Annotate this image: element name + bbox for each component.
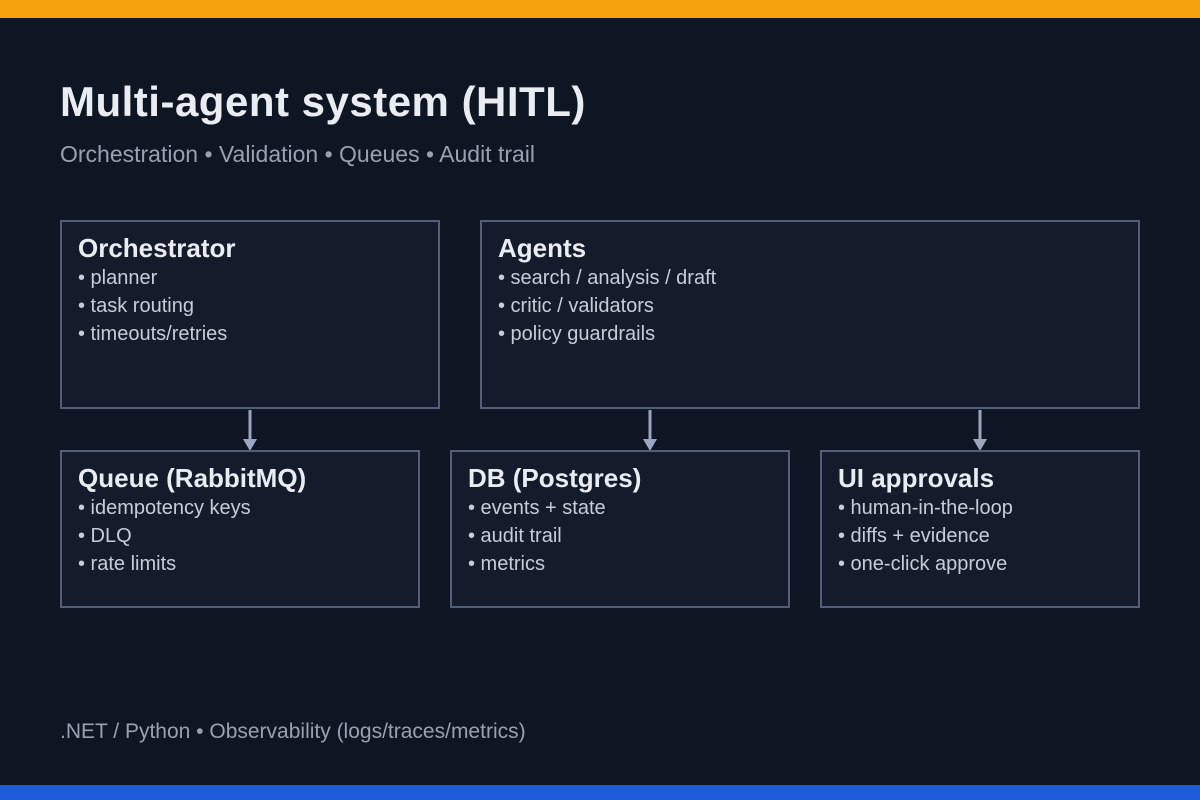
page-title: Multi-agent system (HITL) [60,78,586,125]
arrow-head [973,439,987,451]
box-item: • policy guardrails [498,323,656,345]
arrow-head [643,439,657,451]
box-ui-approvals: UI approvals • human-in-the-loop • diffs… [820,450,1140,608]
arrow-head [243,439,257,451]
box-item: • idempotency keys [78,497,251,519]
arrow-stem [648,410,652,439]
footer-text: .NET / Python • Observability (logs/trac… [60,720,526,743]
arrow-stem [978,410,982,439]
box-item: • metrics [468,553,546,575]
box-item: • search / analysis / draft [498,267,717,289]
arrow-agents-to-ui-icon [973,410,987,451]
box-title: Agents [498,233,587,263]
arrow-orchestrator-to-queue-icon [243,410,257,451]
bottom-accent-bar [0,785,1200,800]
box-item: • events + state [468,497,606,519]
box-title: Queue (RabbitMQ) [78,463,307,493]
box-agents: Agents • search / analysis / draft • cri… [480,220,1140,409]
top-accent-bar [0,0,1200,18]
box-item: • one-click approve [838,553,1008,575]
box-item: • task routing [78,295,194,317]
box-title: UI approvals [838,463,995,493]
box-db: DB (Postgres) • events + state • audit t… [450,450,790,608]
box-item: • rate limits [78,553,177,575]
box-item: • human-in-the-loop [838,497,1013,519]
box-item: • timeouts/retries [78,323,228,345]
box-item: • diffs + evidence [838,525,990,547]
arrow-stem [248,410,252,439]
box-title: Orchestrator [78,233,236,263]
box-title: DB (Postgres) [468,463,642,493]
box-item: • critic / validators [498,295,654,317]
arrow-agents-to-db-icon [643,410,657,451]
page-subtitle: Orchestration • Validation • Queues • Au… [60,141,536,167]
box-item: • planner [78,267,158,289]
box-queue: Queue (RabbitMQ) • idempotency keys • DL… [60,450,420,608]
box-item: • audit trail [468,525,562,547]
box-orchestrator: Orchestrator • planner • task routing • … [60,220,440,409]
box-item: • DLQ [78,525,132,547]
